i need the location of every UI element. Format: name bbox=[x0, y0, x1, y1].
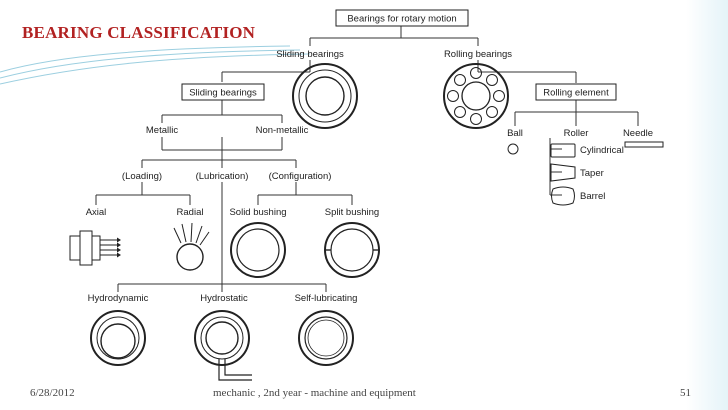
radial-label: Radial bbox=[177, 207, 204, 218]
loading-label: (Loading) bbox=[122, 171, 162, 182]
barrel-roller-icon bbox=[551, 186, 575, 206]
rolling-bearing-icon bbox=[443, 63, 509, 129]
rolling-top-label: Rolling bearings bbox=[444, 49, 512, 60]
ball-icon bbox=[507, 143, 519, 155]
hydrostatic-label: Hydrostatic bbox=[200, 293, 248, 304]
non-metallic-label: Non-metallic bbox=[256, 125, 309, 136]
connector-lines bbox=[95, 26, 639, 292]
barrel-label: Barrel bbox=[580, 191, 605, 202]
solid-bushing-icon bbox=[230, 222, 286, 278]
slide-title: BEARING CLASSIFICATION bbox=[22, 23, 256, 42]
footer-course: mechanic , 2nd year - machine and equipm… bbox=[213, 387, 416, 399]
roller-label: Roller bbox=[564, 128, 589, 139]
needle-label: Needle bbox=[623, 128, 653, 139]
hydrodynamic-bearing-icon bbox=[90, 310, 146, 366]
sliding-top-label: Sliding bearings bbox=[276, 49, 344, 60]
sliding-bearings-box bbox=[181, 83, 265, 101]
needle-icon bbox=[624, 141, 664, 148]
rolling-element-box bbox=[535, 83, 617, 101]
footer-page-number: 51 bbox=[680, 387, 691, 399]
sliding-bearing-icon bbox=[292, 63, 358, 129]
split-bushing-label: Split bushing bbox=[325, 207, 379, 218]
self-lubricating-bearing-icon bbox=[298, 310, 354, 366]
taper-roller-icon bbox=[550, 163, 576, 182]
axial-bearing-icon bbox=[69, 230, 117, 266]
decorative-side-band bbox=[686, 0, 728, 410]
split-bushing-icon bbox=[324, 222, 380, 278]
configuration-label: (Configuration) bbox=[269, 171, 332, 182]
rolling-element-label: Rolling element bbox=[543, 88, 609, 99]
metallic-label: Metallic bbox=[146, 125, 178, 136]
root-box bbox=[335, 9, 469, 27]
axial-label: Axial bbox=[86, 207, 107, 218]
hydrostatic-bearing-icon bbox=[194, 310, 252, 381]
radial-bearing-icon bbox=[173, 222, 210, 271]
solid-bushing-label: Solid bushing bbox=[229, 207, 286, 218]
ball-label: Ball bbox=[507, 128, 523, 139]
hydrodynamic-label: Hydrodynamic bbox=[88, 293, 149, 304]
root-label: Bearings for rotary motion bbox=[347, 14, 456, 25]
axial-force-arrows bbox=[117, 237, 121, 258]
sliding-bearings-box-label: Sliding bearings bbox=[189, 88, 257, 99]
taper-label: Taper bbox=[580, 168, 604, 179]
decorative-swoosh bbox=[0, 45, 311, 85]
cylindrical-label: Cylindrical bbox=[580, 145, 624, 156]
lubrication-label: (Lubrication) bbox=[196, 171, 249, 182]
footer-date: 6/28/2012 bbox=[30, 387, 75, 399]
self-lubricating-label: Self-lubricating bbox=[295, 293, 358, 304]
cylindrical-roller-icon bbox=[550, 143, 576, 158]
